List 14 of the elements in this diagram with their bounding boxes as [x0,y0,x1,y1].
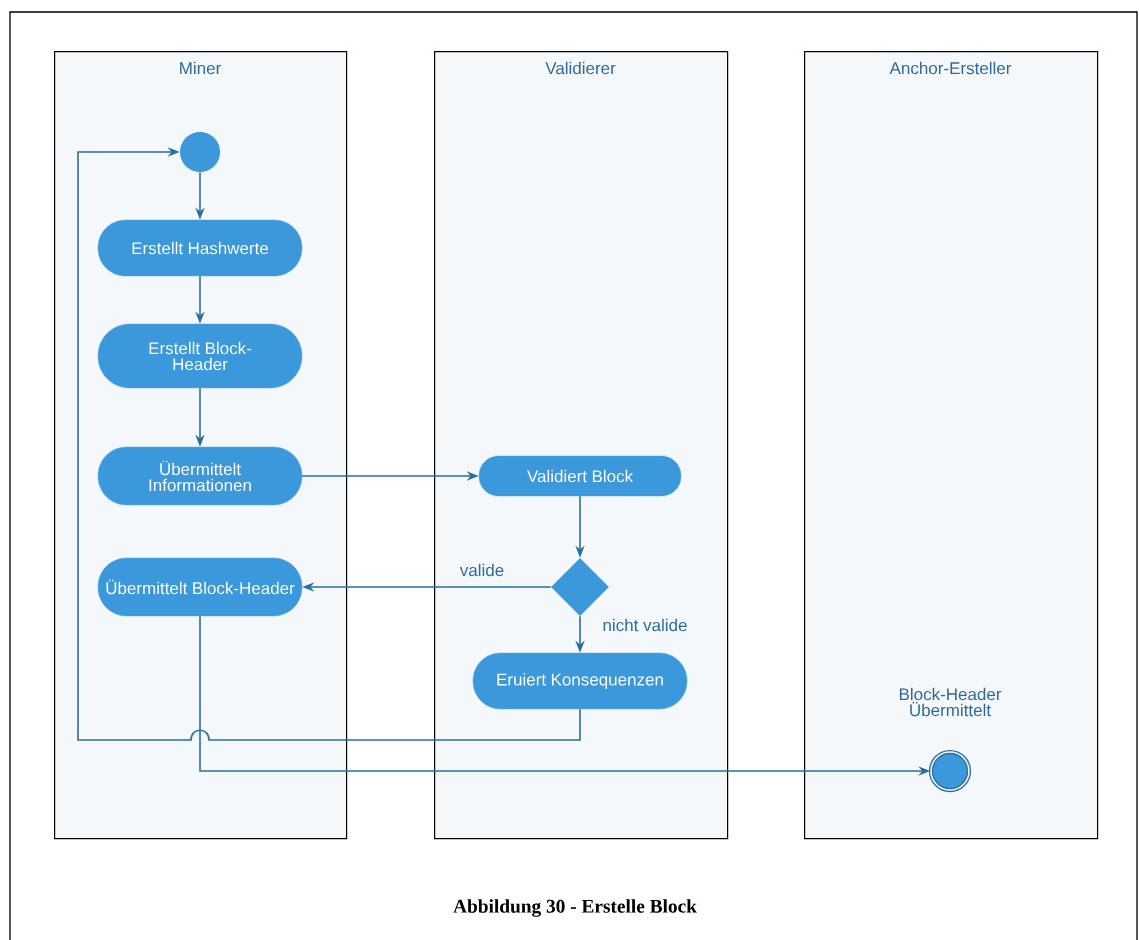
final-node [928,749,972,793]
edge-label: nicht valide [603,618,687,632]
edge-label: valide [459,563,504,577]
action-box: Übermittelt Block-Header [97,557,303,617]
action-box: Validiert Block [478,455,682,497]
action-box: Übermittelt Informationen [97,446,303,506]
action-box: Erstellt Hashwerte [97,219,303,277]
action-box: Erstellt Block-Header [97,323,303,389]
figure-caption: Abbildung 30 - Erstelle Block [453,899,697,917]
arrow [77,147,581,741]
decision-diamond [551,558,609,616]
start-node [180,132,220,172]
node-caption: Block-Header Übermittelt [899,687,1002,717]
action-box: Eruiert Konsequenzen [472,652,688,710]
